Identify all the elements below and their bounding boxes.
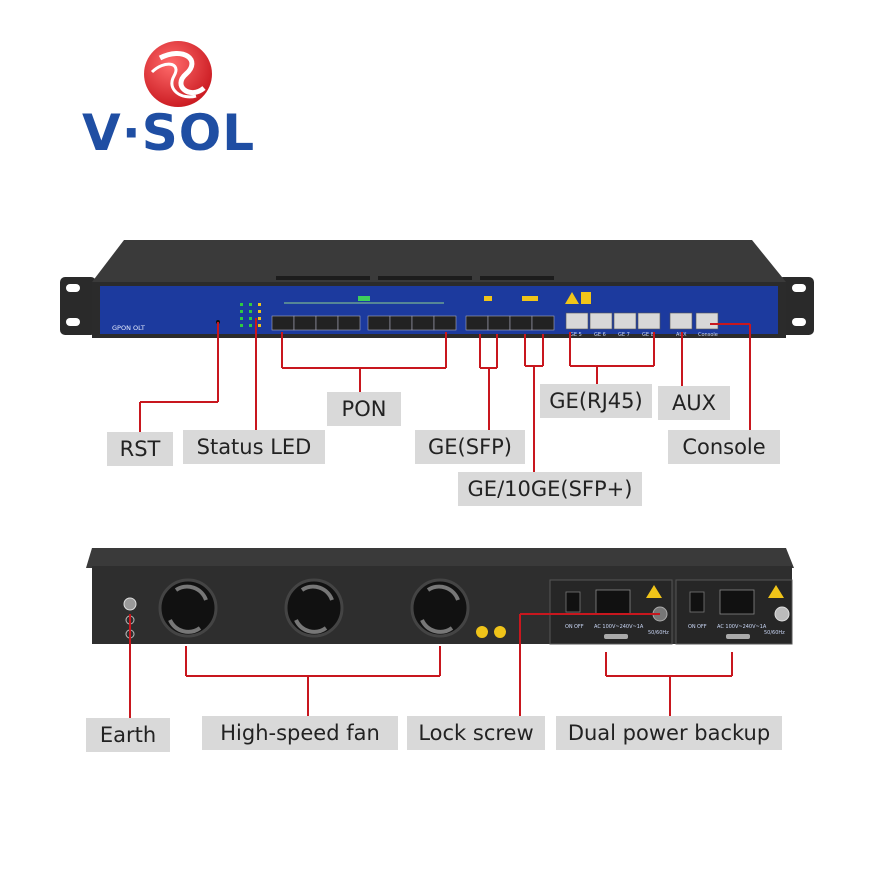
callout-aux: AUX — [658, 386, 730, 420]
callout-ge-sfp: GE(SFP) — [415, 430, 525, 464]
callout-ge-rj45: GE(RJ45) — [540, 384, 652, 418]
callout-rst: RST — [107, 432, 173, 466]
callout-status-led: Status LED — [183, 430, 325, 464]
callout-dual-power-backup: Dual power backup — [556, 716, 782, 750]
callout-earth: Earth — [86, 718, 170, 752]
callout-high-speed-fan: High-speed fan — [202, 716, 398, 750]
callout-lock-screw: Lock screw — [407, 716, 545, 750]
callout-console: Console — [668, 430, 780, 464]
callout-pon: PON — [327, 392, 401, 426]
callout-ge-10ge-sfp-plus: GE/10GE(SFP+) — [458, 472, 642, 506]
